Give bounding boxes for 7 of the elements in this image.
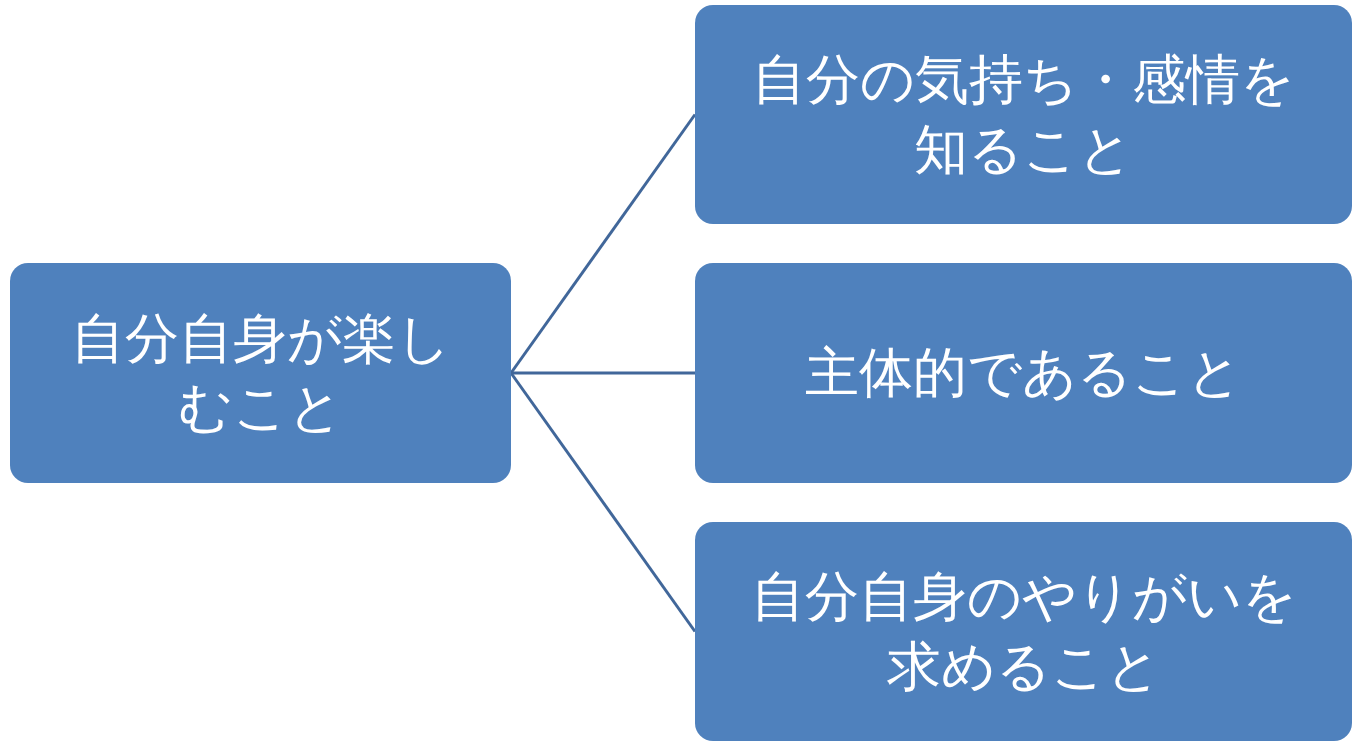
process-box: 主体的であること bbox=[695, 263, 1352, 483]
process-box: 自分自身が楽しむこと bbox=[10, 263, 511, 483]
connector-line bbox=[509, 372, 697, 633]
connector-line bbox=[509, 113, 697, 374]
connector-line bbox=[511, 371, 695, 375]
process-box: 自分自身のやりがいを求めること bbox=[695, 522, 1352, 741]
process-box: 自分の気持ち・感情を知ること bbox=[695, 5, 1352, 224]
